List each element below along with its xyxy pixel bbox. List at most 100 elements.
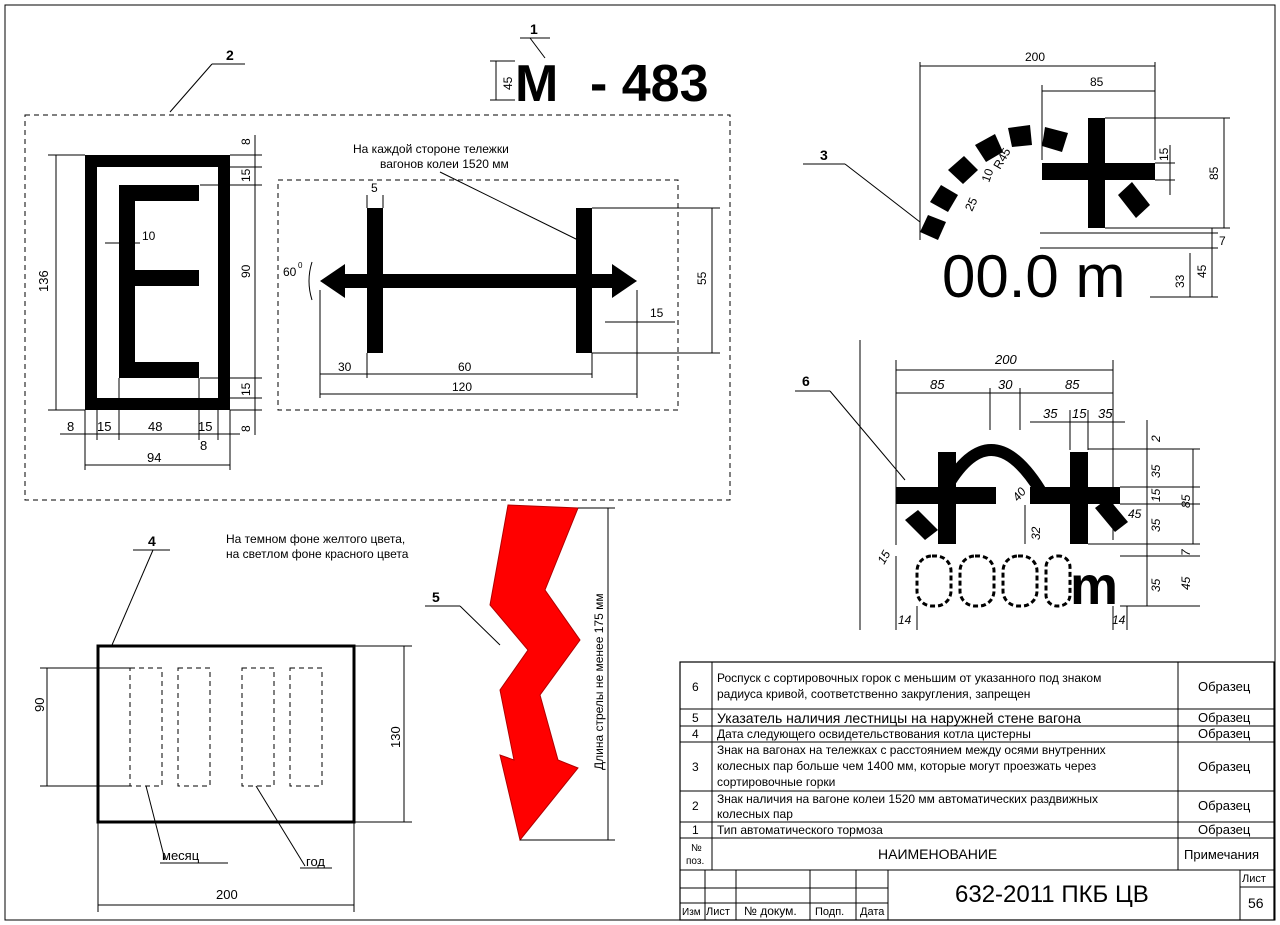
dim-15-s6: 15 xyxy=(1072,406,1087,421)
dim-200-s4: 200 xyxy=(216,887,238,902)
row-6-name-2: радиуса кривой, соответственно закруглен… xyxy=(717,687,1030,701)
row-2-name-1: Знак наличия на вагоне колеи 1520 мм авт… xyxy=(717,792,1098,806)
dim-8-bottom: 8 xyxy=(239,425,253,432)
row-6-note: Образец xyxy=(1198,679,1251,694)
sign1-dim-45: 45 xyxy=(501,76,515,90)
row-5-num: 5 xyxy=(692,711,699,725)
sign3-text: 00.0 m xyxy=(942,243,1125,310)
dim-130-s4: 130 xyxy=(388,726,403,748)
dim-2-s6: 2 xyxy=(1149,435,1163,443)
stamp-list: Лист xyxy=(706,906,730,918)
row-1-num: 1 xyxy=(692,823,699,837)
dim-90-s4: 90 xyxy=(32,698,47,712)
row-5-note: Образец xyxy=(1198,710,1251,725)
dim-136: 136 xyxy=(36,270,51,292)
dim-200-s6: 200 xyxy=(994,352,1017,367)
sign-5-lightning: 5 Длина стрелы не менее 175 мм xyxy=(425,504,615,842)
marker-3: 3 xyxy=(820,147,828,163)
dim-35v3-s6: 35 xyxy=(1149,578,1163,592)
stamp-sheet-num: 56 xyxy=(1248,895,1264,911)
row-3-name-1: Знак на вагонах на тележках с расстояние… xyxy=(717,743,1106,757)
dim-14a-s6: 14 xyxy=(898,613,912,627)
dim-7-s3: 7 xyxy=(1219,234,1226,248)
bogie-note-line-1: На каждой стороне тележки xyxy=(353,142,509,156)
dim-35v-s6: 35 xyxy=(1149,464,1163,478)
header-num-b: поз. xyxy=(686,856,704,867)
sheet-frame xyxy=(4,4,1276,921)
sign6-m: m xyxy=(1070,556,1118,616)
marker-5: 5 xyxy=(432,589,440,605)
row-2-num: 2 xyxy=(692,799,699,813)
dim-a60: 60 xyxy=(458,360,472,374)
row-3-name-3: сортировочные горки xyxy=(717,775,835,789)
dim-a15: 15 xyxy=(650,306,664,320)
row-3-num: 3 xyxy=(692,760,699,774)
dim-b94: 94 xyxy=(147,450,161,465)
dim-angle-60: 60 xyxy=(283,265,297,279)
dim-85v-s3: 85 xyxy=(1207,166,1221,180)
dim-15-s3: 15 xyxy=(1157,147,1171,161)
dim-a30: 30 xyxy=(338,360,352,374)
dim-b8: 8 xyxy=(67,419,74,434)
dim-85b-s6: 85 xyxy=(1065,377,1080,392)
header-num-a: № xyxy=(691,843,702,854)
stamp-sign: Подп. xyxy=(815,906,844,918)
sign1-number: - 483 xyxy=(590,55,709,113)
dim-30-s6: 30 xyxy=(998,377,1013,392)
dim-b8c: 8 xyxy=(200,438,207,453)
row-2-note: Образец xyxy=(1198,798,1251,813)
dim-25-s3: 25 xyxy=(962,195,980,213)
dim-10-s3: 10 xyxy=(979,166,997,184)
dim-14b-s6: 14 xyxy=(1112,613,1126,627)
marker-1: 1 xyxy=(530,21,538,37)
sign1-letter: М xyxy=(515,55,558,113)
dim-45d-s6: 45 xyxy=(1128,507,1142,521)
dim-15d-s6: 15 xyxy=(874,548,893,567)
stamp-code: 632-2011 ПКБ ЦВ xyxy=(955,881,1149,908)
row-2-name-2: колесных пар xyxy=(717,807,793,821)
row-6-num: 6 xyxy=(692,680,699,694)
sign-1-brake-type: 1 М - 483 45 xyxy=(490,21,709,113)
sign-4-tank-inspection: На темном фоне желтого цвета, на светлом… xyxy=(32,532,412,912)
dim-b48: 48 xyxy=(148,419,162,434)
row-4-note: Образец xyxy=(1198,726,1251,741)
marker-6: 6 xyxy=(802,373,810,389)
dim-85-s3: 85 xyxy=(1090,75,1104,89)
row-5-name: Указатель наличия лестницы на наружней с… xyxy=(717,710,1081,726)
row-6-name-1: Роспуск с сортировочных горок с меньшим … xyxy=(717,671,1101,685)
dim-a5: 5 xyxy=(371,181,378,195)
row-1-name: Тип автоматического тормоза xyxy=(717,823,883,837)
svg-text:0: 0 xyxy=(298,261,303,270)
bogie-note-line-2: вагонов колеи 1520 мм xyxy=(380,157,509,171)
dim-45-s3: 45 xyxy=(1195,264,1209,278)
row-1-note: Образец xyxy=(1198,822,1251,837)
header-name: НАИМЕНОВАНИЕ xyxy=(878,846,997,862)
stamp-izm: Изм xyxy=(682,907,701,918)
dim-45-s6: 45 xyxy=(1179,576,1193,590)
dim-200-s3: 200 xyxy=(1025,50,1045,64)
dim-40-s6: 40 xyxy=(1010,484,1030,503)
sign-6-ladder: 6 200 85 30 85 35 15 35 xyxy=(795,340,1200,630)
sign4-note-line-2: на светлом фоне красного цвета xyxy=(226,547,409,561)
dim-a55: 55 xyxy=(695,271,709,285)
dim-35v2-s6: 35 xyxy=(1149,518,1163,532)
marker-4: 4 xyxy=(148,533,156,549)
stamp-sheet-label: Лист xyxy=(1242,873,1266,885)
row-3-name-2: колесных пар больше чем 1400 мм, которые… xyxy=(717,759,1097,773)
dim-b15: 15 xyxy=(97,419,111,434)
sign-3-hump: 3 10 R45 25 200 85 85 xyxy=(803,50,1230,310)
sign5-note: Длина стрелы не менее 175 мм xyxy=(592,593,606,770)
sign4-month: месяц xyxy=(162,848,200,863)
sign4-note-line-1: На темном фоне желтого цвета, xyxy=(226,532,405,546)
row-3-note: Образец xyxy=(1198,759,1251,774)
dim-15-top: 15 xyxy=(239,168,253,182)
dim-35a-s6: 35 xyxy=(1043,406,1058,421)
dim-32-s6: 32 xyxy=(1029,526,1043,540)
lightning-bolt xyxy=(489,504,581,842)
dim-10: 10 xyxy=(142,229,156,243)
dim-90: 90 xyxy=(239,264,253,278)
dim-15-bottom: 15 xyxy=(239,382,253,396)
row-4-num: 4 xyxy=(692,727,699,741)
dim-b15b: 15 xyxy=(198,419,212,434)
